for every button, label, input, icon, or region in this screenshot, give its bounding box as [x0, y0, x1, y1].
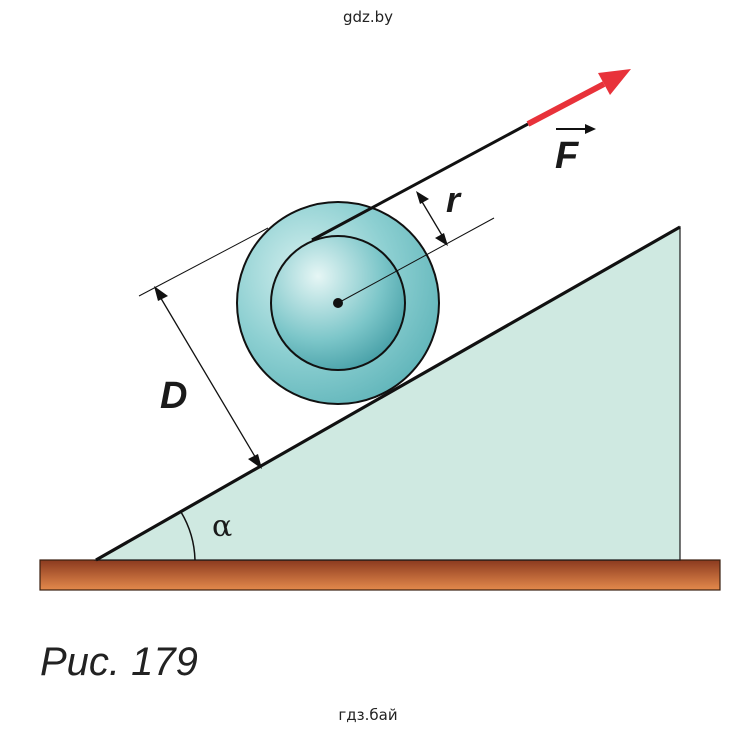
radius-label: r — [446, 179, 462, 220]
diameter-label: D — [160, 375, 187, 417]
watermark-top: gdz.by — [342, 8, 394, 26]
radius-arrow-bottom — [435, 233, 448, 246]
cord — [311, 122, 529, 242]
diameter-arrow-top — [154, 286, 168, 301]
radius-arrow-top — [416, 191, 429, 204]
figure-caption: Рис. 179 — [40, 640, 198, 684]
diameter-extension-top — [138, 227, 269, 297]
force-label: F — [555, 135, 580, 177]
incline-slope-line — [95, 225, 681, 562]
diameter-dimension-line — [155, 289, 261, 466]
radius-dimension-line — [417, 194, 447, 243]
force-vector-tip — [585, 124, 596, 134]
radius-guide-line — [337, 217, 495, 304]
force-arrow-shaft — [526, 81, 606, 127]
angle-label: α — [212, 509, 232, 544]
diameter-arrow-bottom — [248, 454, 262, 469]
force-arrow-head — [598, 69, 631, 95]
floor — [39, 559, 721, 591]
angle-arc — [180, 511, 196, 561]
watermark-bottom: гдз.бай — [338, 706, 398, 724]
